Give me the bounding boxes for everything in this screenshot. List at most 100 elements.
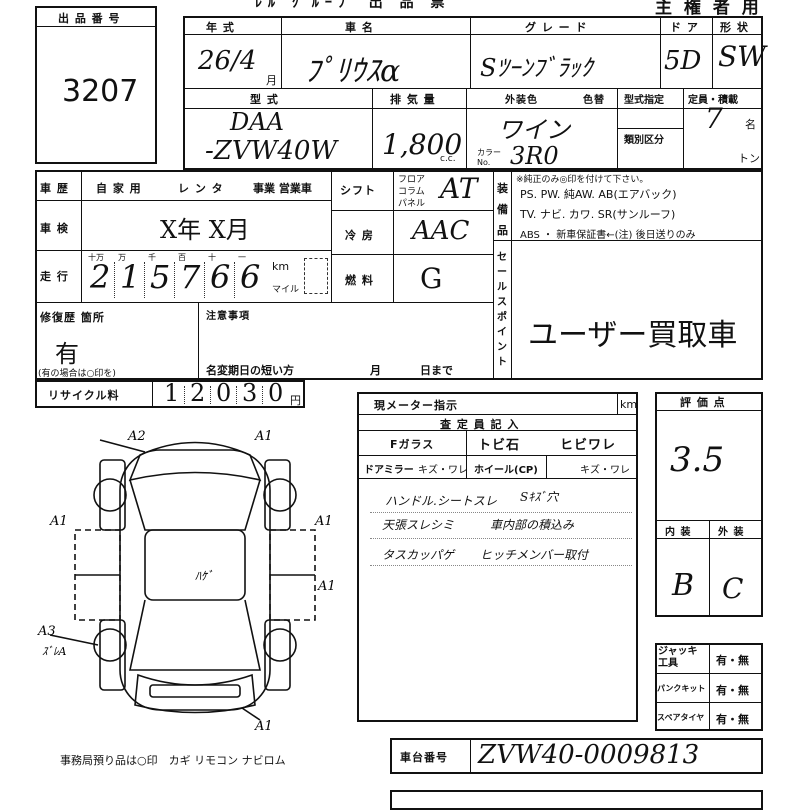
year-label: 年 式 <box>206 21 235 34</box>
comment-5: タスカッパゲ <box>382 548 455 562</box>
inspection-label: 車 検 <box>40 222 69 235</box>
exterior-label: 外 装 <box>718 527 745 538</box>
interior-value: B <box>672 568 695 603</box>
form-header-marks: ﾚﾙ ｸﾞﾙｰﾌﾟ 出 品 票 <box>255 0 451 11</box>
mileage-digit-header: 万 <box>118 253 126 262</box>
car-name-label: 車 名 <box>345 21 374 34</box>
chassis-value: ZVW40-0009813 <box>478 740 700 770</box>
score-value: 3.5 <box>670 440 725 480</box>
puncture-kit-label: パンクキット <box>657 684 706 693</box>
repair-label: 修復歴 箇所 <box>40 311 105 324</box>
form-title: 主 権 者 用 <box>655 0 762 18</box>
color-no-value: 3R0 <box>510 142 559 170</box>
comment-6: ヒッチメンバー取付 <box>480 548 589 562</box>
repair-note: (有の場合は○印を) <box>38 369 116 379</box>
fuel-value: G <box>420 262 443 295</box>
capacity-label: 定員・積載 <box>688 95 738 106</box>
comment-3: 天張スレシミ <box>382 518 455 532</box>
comment-4: 車内部の積込み <box>490 518 575 532</box>
mileage-mile-label: マイル <box>272 285 300 295</box>
diagram-mark-a1-right: A1 <box>314 514 333 529</box>
aircon-label: 冷 房 <box>345 229 374 242</box>
fglass-crack: ヒビワレ <box>560 438 617 453</box>
notes-label: 注意事項 <box>206 311 250 322</box>
sales-point-label: セールスポイント <box>497 252 508 368</box>
mileage-digit: 6 <box>240 258 261 296</box>
diagram-mark-a2: A2 <box>127 429 146 444</box>
owner-change-month: 月 <box>370 364 381 377</box>
mileage-digit: 1 <box>120 258 141 296</box>
type-spec-label: 型式指定 <box>624 95 664 106</box>
recycle-digit: 3 <box>242 379 258 407</box>
mileage-digit-header: 十万 <box>88 253 104 262</box>
lot-number-box <box>35 6 157 164</box>
mileage-digit-header: 百 <box>178 253 186 262</box>
chassis-box <box>390 738 763 774</box>
door-label: ド ア <box>670 21 699 34</box>
mileage-digit-header: 一 <box>238 253 246 262</box>
year-unit: 月 <box>266 74 277 87</box>
meter-label: 現メーター指示 <box>374 399 458 412</box>
recycle-label: リサイクル料 <box>48 389 120 402</box>
exterior-color-value: ワイン <box>498 116 570 144</box>
interior-label: 内 装 <box>665 527 692 538</box>
inspection-value: X年 X月 <box>160 216 250 244</box>
fglass-label: Fガラス <box>390 438 435 451</box>
lot-number-label: 出 品 番 号 <box>58 12 121 25</box>
displacement-unit: c.c. <box>440 154 456 164</box>
shift-column: コラム <box>398 187 425 197</box>
owner-change-day: 日まで <box>420 364 453 377</box>
mile-checkbox[interactable] <box>304 258 328 294</box>
diagram-footer: 事務局預り品は○印 カギ リモコン ナビロム <box>60 754 286 767</box>
mileage-digit-header: 千 <box>148 253 156 262</box>
model-value-2: -ZVW40W <box>205 136 338 166</box>
diagram-mark-a1-top: A1 <box>254 429 273 444</box>
exterior-color-label: 外装色 <box>505 95 538 106</box>
recycle-digit: 1 <box>164 379 180 407</box>
recycle-box <box>35 380 305 408</box>
shape-value: SW <box>718 40 766 73</box>
car-damage-diagram: A2 A1 A1 A1 A1 A3 ｽﾞﾚA A1 ﾊｹﾞ <box>37 429 336 734</box>
year-value: 26/4 <box>198 46 257 76</box>
lot-number-value: 3207 <box>62 74 139 109</box>
mileage-digit: 7 <box>180 258 201 296</box>
mileage-label: 走 行 <box>40 270 69 283</box>
category-label: 類別区分 <box>624 135 664 146</box>
mirror-value: キズ・ワレ <box>418 465 468 476</box>
score-label: 評 価 点 <box>680 396 726 409</box>
history-label: 車 歴 <box>40 182 69 195</box>
jack-label: ジャッキ 工具 <box>658 646 698 669</box>
mileage-digit: 6 <box>210 258 231 296</box>
capacity-unit: 名 <box>745 118 756 131</box>
spare-tire-label: スペアタイヤ <box>657 713 705 722</box>
shift-label: シフト <box>340 184 376 197</box>
history-box <box>35 170 763 380</box>
repair-value: 有 <box>55 340 79 368</box>
mileage-digit: 5 <box>150 258 171 296</box>
mileage-digit: 2 <box>90 258 111 296</box>
bottom-box <box>390 790 763 810</box>
equipment-line-2: TV. ナビ. カワ. SR(サンルーフ) <box>520 208 676 221</box>
inspector-label: 査 定 員 記 入 <box>440 418 520 431</box>
equipment-note: ※純正のみ◎印を付けて下さい。 <box>516 175 649 185</box>
color-no-label: カラー No. <box>477 148 501 167</box>
shift-panel: パネル <box>398 199 426 209</box>
exterior-value: C <box>722 572 744 605</box>
shift-floor: フロア <box>398 175 426 185</box>
puncture-kit-value: 有・無 <box>716 684 749 697</box>
diagram-mark-zure: ｽﾞﾚA <box>42 645 66 658</box>
diagram-mark-a1-left: A1 <box>49 514 68 529</box>
diagram-mark-a1-right-low: A1 <box>317 579 336 594</box>
diagram-mark-hage: ﾊｹﾞ <box>195 569 213 583</box>
mirror-label: ドアミラー <box>364 465 414 476</box>
comment-2: Sｷｽﾞ穴 <box>520 490 559 504</box>
load-unit: トン <box>738 152 760 165</box>
shape-label: 形 状 <box>720 21 749 34</box>
model-value-1: DAA <box>230 108 284 136</box>
equipment-label: 装備品 <box>497 182 509 237</box>
model-label: 型 式 <box>250 93 279 106</box>
aircon-value: AAC <box>412 216 470 246</box>
history-business: 事業 営業車 <box>253 182 312 195</box>
displacement-label: 排 気 量 <box>390 93 436 106</box>
mileage-digit-header: 十 <box>208 253 216 262</box>
